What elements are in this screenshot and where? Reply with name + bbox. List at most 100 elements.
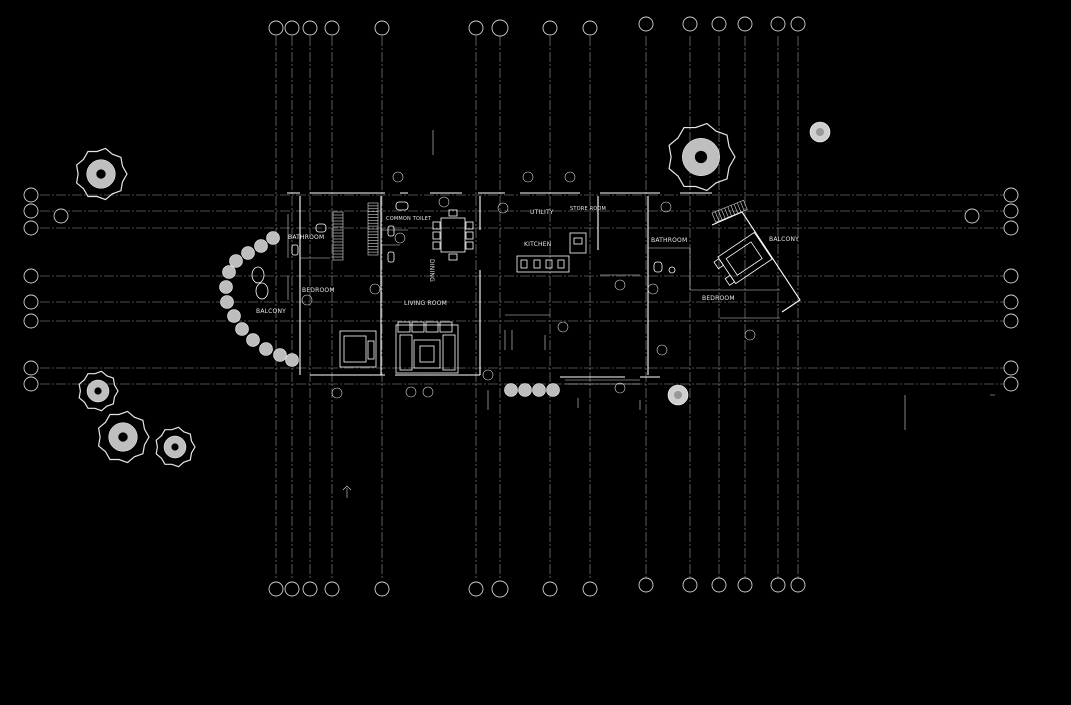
column-marker xyxy=(647,283,659,295)
grid-bubble-icon xyxy=(53,208,69,224)
grid-bubble-icon xyxy=(964,208,980,224)
label-balcony-left: BALCONY xyxy=(256,308,286,315)
tree-trunk xyxy=(96,169,106,179)
grid-bubble-icon xyxy=(542,20,558,36)
grid-bubble-icon xyxy=(682,16,698,32)
planter-icon xyxy=(219,280,233,294)
grid-bubble-icon xyxy=(23,187,39,203)
tree-canopy xyxy=(75,147,128,201)
grid-bubble-icon xyxy=(302,20,318,36)
grid-bubble-icon xyxy=(468,581,484,597)
grid-bubbles xyxy=(23,16,1019,598)
dining-table xyxy=(440,217,466,253)
grid-bubble-icon xyxy=(23,268,39,284)
tree-trunk xyxy=(94,387,102,395)
column-marker xyxy=(522,171,534,183)
vertical-grid-lines xyxy=(275,36,799,578)
room-labels: BATHROOM COMMON TOILET BEDROOM BALCONY L… xyxy=(256,206,799,315)
planter-icon xyxy=(266,231,280,245)
label-common-toilet: COMMON TOILET xyxy=(386,216,432,222)
tree-trunk xyxy=(694,150,708,164)
stair-tread xyxy=(740,201,745,211)
grid-bubble-icon xyxy=(638,577,654,593)
label-bedroom-left: BEDROOM xyxy=(302,287,335,294)
stair-tread xyxy=(714,211,720,222)
grid-bubble-icon xyxy=(582,581,598,597)
right-bed xyxy=(713,231,773,286)
horizontal-grid-lines xyxy=(40,194,1004,385)
tree-icon xyxy=(78,370,119,412)
planter-icon xyxy=(229,254,243,268)
grid-bubble-icon xyxy=(790,577,806,593)
grid-bubble-icon xyxy=(468,20,484,36)
grid-bubble-icon xyxy=(284,581,300,597)
shrub-icon xyxy=(809,121,831,143)
grid-bubble-icon xyxy=(268,20,284,36)
column-marker xyxy=(301,294,313,306)
label-dining: DINING xyxy=(428,259,435,282)
grid-bubble-icon xyxy=(770,16,786,32)
tree-icon xyxy=(668,122,736,192)
grid-bubble-icon xyxy=(302,581,318,597)
planter-icon xyxy=(235,322,249,336)
grid-bubble-icon xyxy=(682,577,698,593)
planter-icon xyxy=(546,383,560,397)
grid-bubble-icon xyxy=(23,313,39,329)
stair-tread xyxy=(730,205,735,215)
grid-bubble-icon xyxy=(23,360,39,376)
planter-icon xyxy=(273,348,287,362)
column-marker xyxy=(369,283,381,295)
label-utility: UTILITY xyxy=(530,209,554,216)
grid-bubble-icon xyxy=(638,16,654,32)
column-marker xyxy=(614,279,626,291)
tree-icon xyxy=(75,147,128,201)
label-bathroom-left: BATHROOM xyxy=(288,234,324,241)
tree-canopy xyxy=(97,410,150,464)
grid-bubble-icon xyxy=(1003,313,1019,329)
planter-icon xyxy=(504,383,518,397)
label-bedroom-right: BEDROOM xyxy=(702,295,735,302)
sofa-set xyxy=(395,324,459,374)
shrub-icon xyxy=(667,384,689,406)
planters xyxy=(219,231,560,397)
grid-bubble-icon xyxy=(1003,220,1019,236)
planter-icon xyxy=(227,309,241,323)
stair-tread xyxy=(727,206,732,217)
column-marker xyxy=(405,386,417,398)
column-marker xyxy=(744,329,756,341)
shrub-center xyxy=(816,128,824,136)
stair-tread xyxy=(721,209,726,219)
grid-bubble-icon xyxy=(711,577,727,593)
stair-tread xyxy=(718,210,723,220)
column-marker xyxy=(564,171,576,183)
grid-bubble-icon xyxy=(1003,268,1019,284)
label-bathroom-right: BATHROOM xyxy=(651,237,687,244)
planter-icon xyxy=(285,353,299,367)
grid-bubble-icon xyxy=(491,580,509,598)
grid-bubble-icon xyxy=(284,20,300,36)
grid-bubble-icon xyxy=(711,16,727,32)
trees xyxy=(75,121,831,468)
planter-icon xyxy=(518,383,532,397)
column-marker xyxy=(392,171,404,183)
grid-bubble-icon xyxy=(542,581,558,597)
column-marker xyxy=(394,232,406,244)
tree-canopy xyxy=(155,426,196,468)
wc-common xyxy=(395,201,409,211)
grid-bubble-icon xyxy=(737,16,753,32)
grid-bubble-icon xyxy=(1003,187,1019,203)
column-marker xyxy=(656,344,668,356)
building-walls xyxy=(287,130,995,498)
column-marker xyxy=(660,201,672,213)
grid-bubble-icon xyxy=(268,581,284,597)
columns xyxy=(301,171,756,399)
furniture xyxy=(251,201,773,374)
kitchen-counter xyxy=(516,255,570,273)
grid-bubble-icon xyxy=(324,581,340,597)
stair-tread xyxy=(736,202,742,213)
grid-bubble-icon xyxy=(770,577,786,593)
column-marker xyxy=(497,202,509,214)
shrub-center xyxy=(674,391,682,399)
